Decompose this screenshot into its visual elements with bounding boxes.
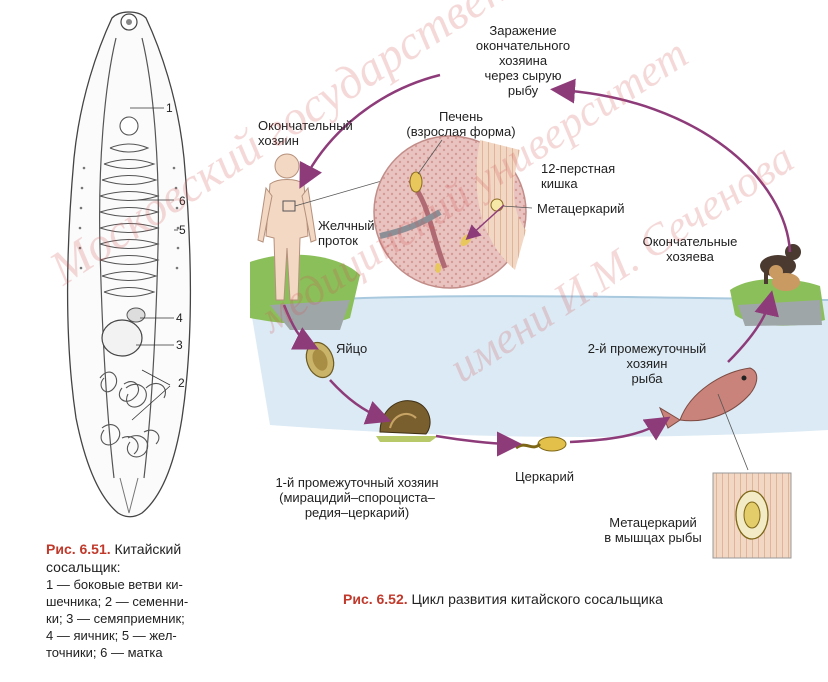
- fig51-caption-title-rest: Китайский: [110, 541, 182, 557]
- fluke-label-5: 5: [179, 223, 186, 237]
- label-infection-line1: Заражение: [489, 23, 557, 38]
- label-metacercaria-fish-line2: в мышцах рыбы: [604, 530, 702, 545]
- fluke-label-4: 4: [176, 311, 183, 325]
- label-final-host-line2: хозяин: [258, 133, 299, 148]
- label-final-host: Окончательный хозяин: [258, 118, 353, 148]
- label-final-hosts-line2: хозяева: [666, 249, 714, 264]
- fluke-label-1: 1: [166, 101, 173, 115]
- label-bile-duct: Желчный проток: [318, 218, 375, 248]
- label-metacercaria: Метацеркарий: [537, 201, 625, 216]
- fig51-caption-line4: шечника; 2 — семенни-: [46, 594, 189, 609]
- label-first-host-line2: (мирацидий–спороциста–: [279, 490, 435, 505]
- label-infection-line5: рыбу: [507, 83, 539, 98]
- fish-muscle-box: [712, 472, 792, 559]
- label-duodenum-line2: кишка: [541, 176, 578, 191]
- fig52-caption: Рис. 6.52. Цикл развития китайского соса…: [343, 591, 663, 607]
- label-second-host-line3: рыба: [631, 371, 663, 386]
- label-bile-duct-line1: Желчный: [318, 218, 375, 233]
- final-hosts-animals: [760, 244, 801, 291]
- water-area: [250, 296, 828, 437]
- fig51-caption-line5: ки; 3 — семяприемник;: [46, 611, 185, 626]
- label-infection-line4: через сырую: [484, 68, 562, 83]
- label-second-host-line2: хозяин: [626, 356, 668, 371]
- label-liver-line2: (взрослая форма): [406, 124, 516, 139]
- fig51-caption: Рис. 6.51. Китайский сосальщик: 1 — боко…: [46, 540, 216, 661]
- fluke-label-6: 6: [179, 194, 186, 208]
- fig51-caption-line7: точники; 6 — матка: [46, 645, 163, 660]
- fig51-caption-line6: 4 — яичник; 5 — жел-: [46, 628, 177, 643]
- liver-closeup: [373, 135, 527, 289]
- label-duodenum: 12-перстная кишка: [541, 161, 615, 191]
- fig52-caption-title: Рис. 6.52.: [343, 591, 408, 607]
- label-duodenum-line1: 12-перстная: [541, 161, 616, 176]
- label-liver-line1: Печень: [438, 109, 484, 124]
- label-final-hosts: Окончательные хозяева: [630, 234, 750, 264]
- fluke-label-3: 3: [176, 338, 183, 352]
- label-final-hosts-line1: Окончательные: [642, 234, 738, 249]
- label-final-host-line1: Окончательный: [258, 118, 353, 133]
- life-cycle-drawing: [249, 73, 828, 559]
- human-figure: [257, 153, 317, 301]
- label-metacercaria-fish: Метацеркарий в мышцах рыбы: [588, 515, 718, 545]
- label-cercaria: Церкарий: [515, 469, 575, 484]
- label-bile-duct-line2: проток: [318, 233, 358, 248]
- label-metacercaria-fish-line1: Метацеркарий: [609, 515, 697, 530]
- fig51-caption-line2: сосальщик:: [46, 559, 121, 575]
- label-egg: Яйцо: [336, 341, 368, 356]
- label-infection-line2: окончательного: [475, 38, 571, 53]
- label-infection: Заражение окончательного хозяина через с…: [438, 23, 608, 98]
- label-second-host: 2-й промежуточный хозяин рыба: [572, 341, 722, 386]
- label-infection-line3: хозяина: [498, 53, 548, 68]
- fluke-label-2: 2: [178, 376, 185, 390]
- label-second-host-line1: 2-й промежуточный: [587, 341, 707, 356]
- cercaria-shape: [515, 436, 567, 452]
- label-first-host-line1: 1-й промежуточный хозяин: [275, 475, 439, 490]
- label-first-host: 1-й промежуточный хозяин (мирацидий–спор…: [262, 475, 452, 520]
- fig51-caption-line3: 1 — боковые ветви ки-: [46, 577, 183, 592]
- label-first-host-line3: редия–церкарий): [304, 505, 410, 520]
- fig51-caption-title: Рис. 6.51.: [46, 541, 111, 557]
- fluke-anatomy-drawing: [66, 11, 192, 518]
- label-liver: Печень (взрослая форма): [396, 109, 526, 139]
- fig52-caption-text: Цикл развития китайского сосальщика: [407, 591, 663, 607]
